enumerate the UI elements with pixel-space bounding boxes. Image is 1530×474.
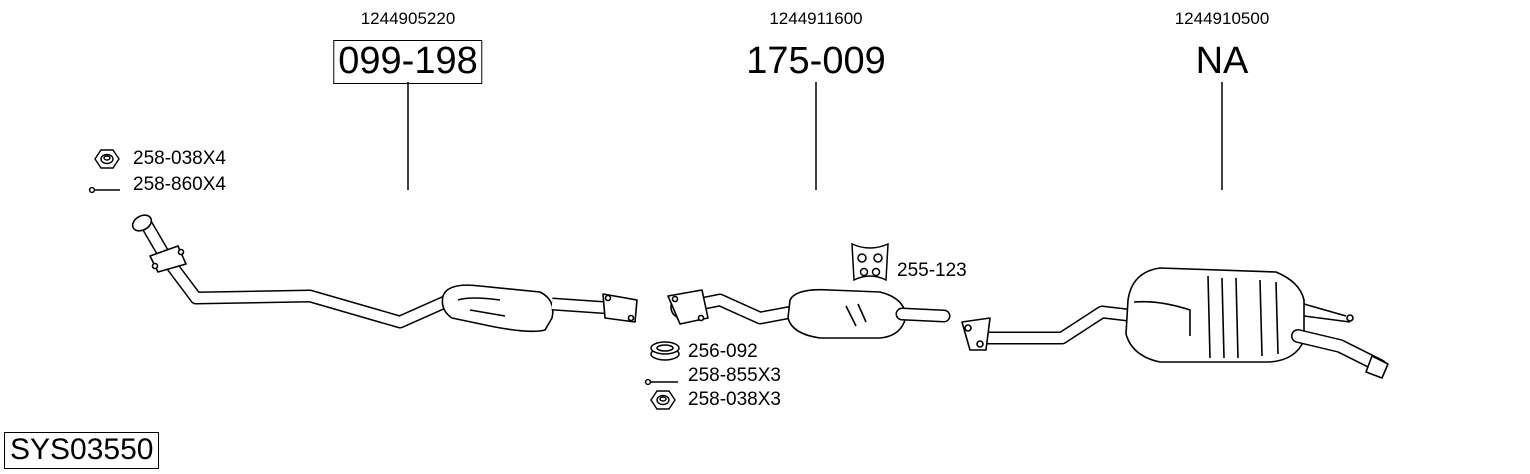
nut-icon (94, 149, 120, 169)
gasket-ring-icon (650, 341, 680, 361)
oem-number-front: 1244905220 (360, 9, 456, 28)
nut-icon (650, 390, 676, 410)
accessory-label-nut-front[interactable]: 258-038X4 (133, 148, 226, 169)
oem-number-middle: 1244911600 (769, 9, 863, 28)
system-code-label: SYS03550 (4, 432, 160, 469)
part-number-front[interactable]: 099-198 (333, 40, 483, 84)
bolt-icon (644, 378, 678, 386)
rubber-hanger-icon (851, 242, 889, 282)
bolt-icon (88, 186, 120, 194)
accessory-label-nut-middle[interactable]: 258-038X3 (688, 389, 781, 410)
middle-silencer-drawing (667, 288, 951, 339)
accessory-label-bolt-middle[interactable]: 258-855X3 (688, 365, 781, 386)
front-pipe-catalyst-drawing (131, 214, 638, 333)
oem-number-rear: 1244910500 (1174, 9, 1270, 28)
accessory-label-gasket[interactable]: 256-092 (688, 341, 758, 362)
accessory-label-bolt-front[interactable]: 258-860X4 (133, 174, 226, 195)
accessory-label-hanger[interactable]: 255-123 (897, 260, 967, 281)
part-number-middle[interactable]: 175-009 (746, 40, 886, 82)
part-number-rear[interactable]: NA (1195, 40, 1249, 82)
rear-silencer-drawing (961, 267, 1389, 379)
